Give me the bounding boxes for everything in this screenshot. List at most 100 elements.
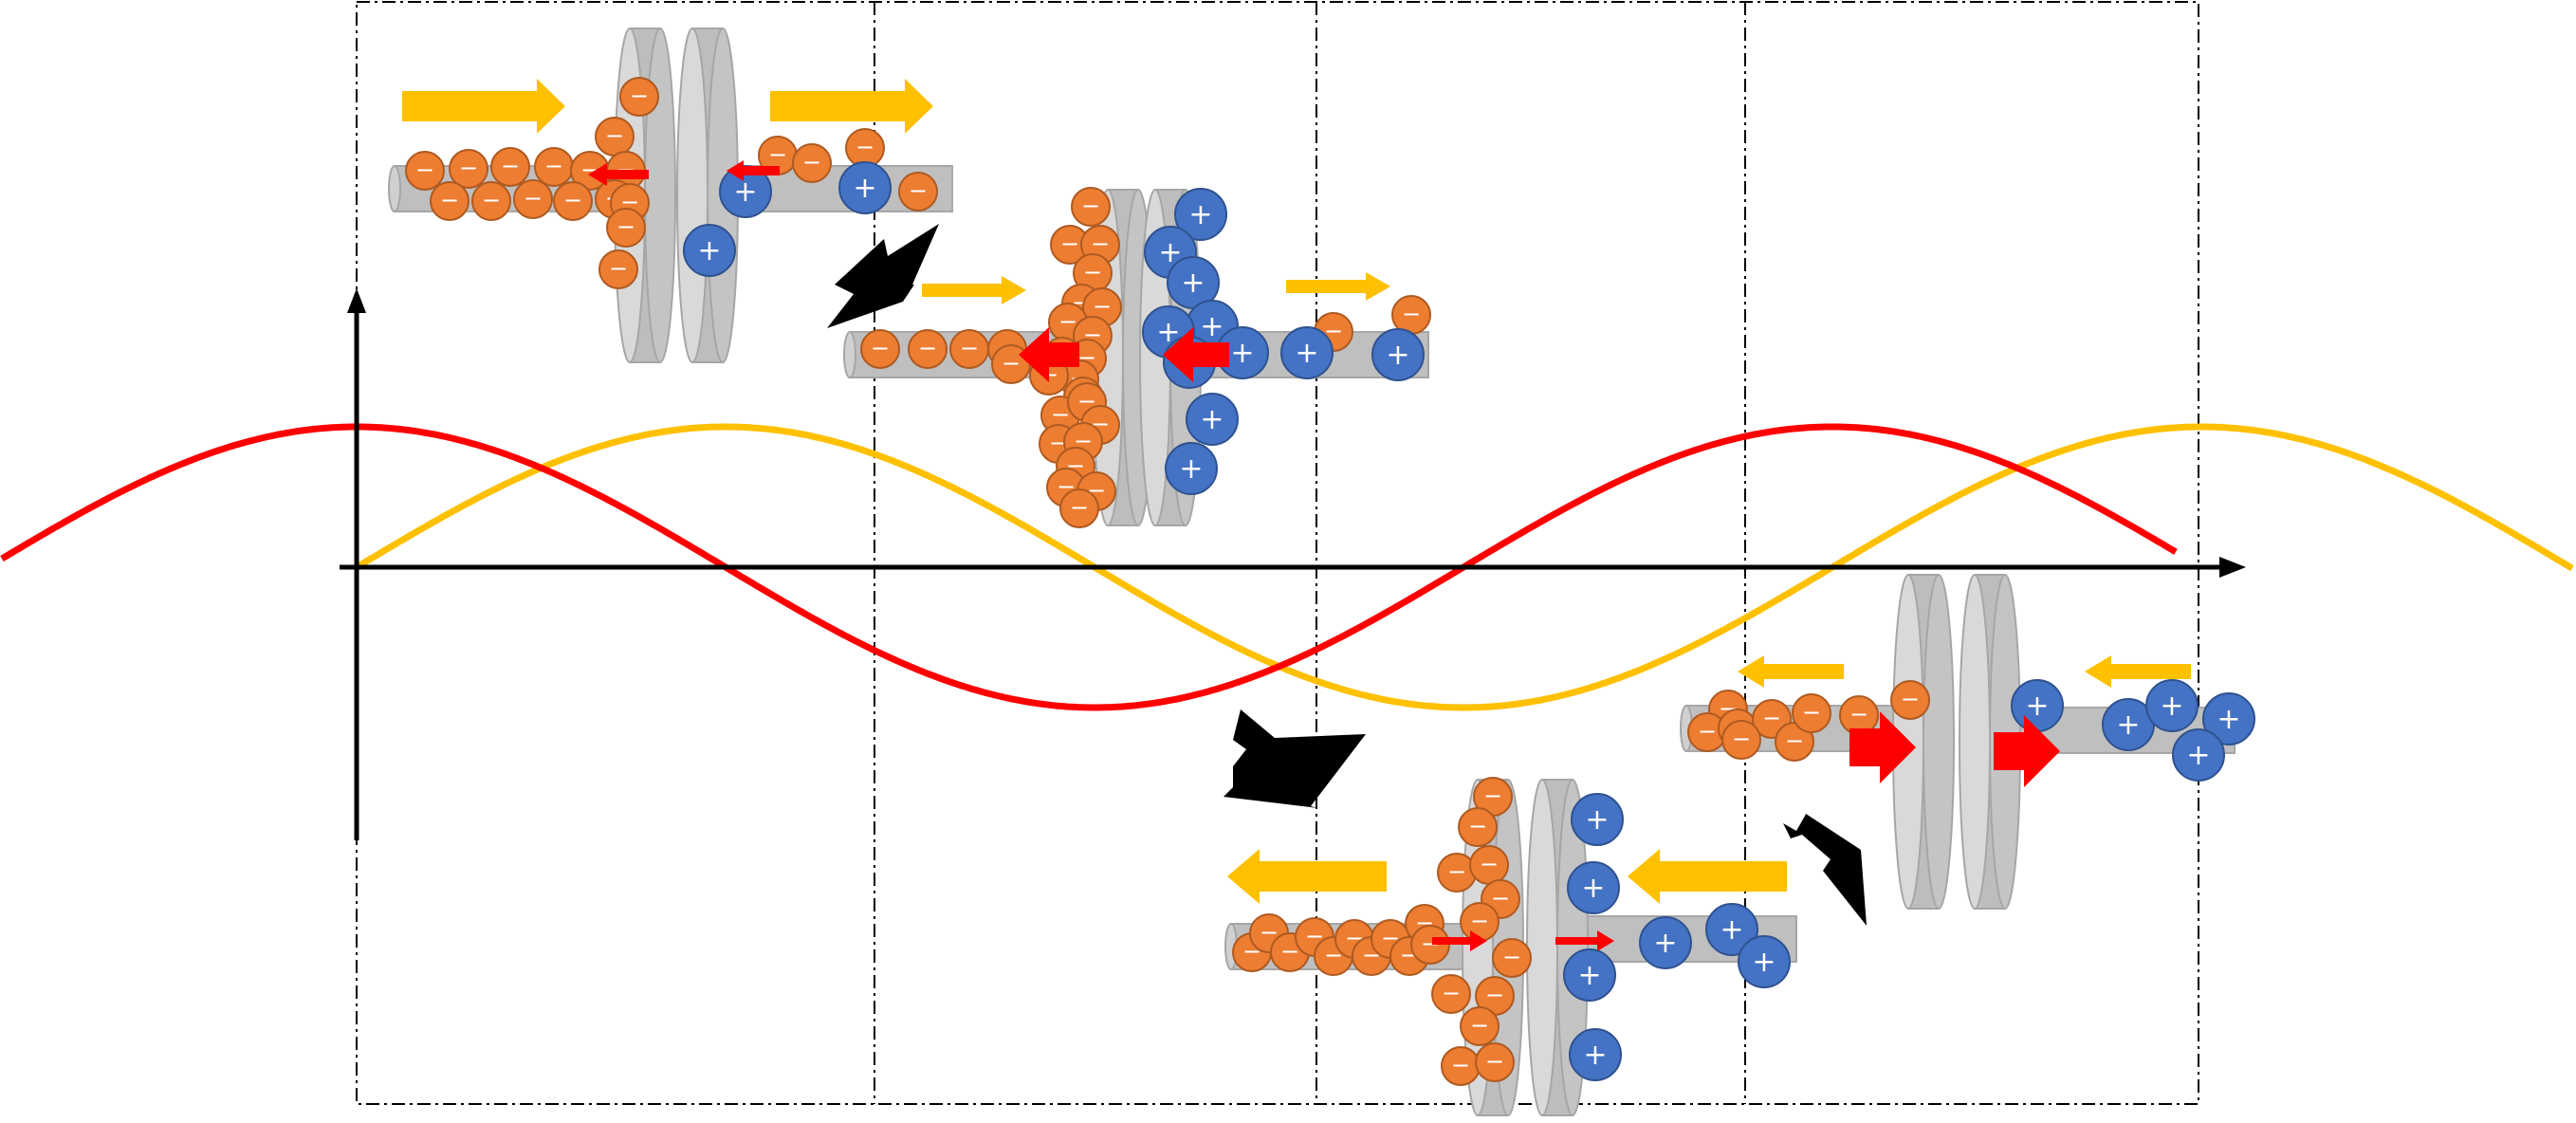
negative-charge: −	[908, 329, 948, 369]
minus-circle-icon	[1460, 1006, 1500, 1046]
plus-circle-icon	[1280, 326, 1334, 379]
positive-charge: +	[1567, 861, 1620, 914]
positive-charge: +	[1563, 948, 1616, 1002]
positive-charge: +	[1174, 188, 1227, 241]
positive-sign: +	[1179, 452, 1203, 486]
minus-circle-icon	[513, 179, 553, 219]
negative-charge: −	[1469, 845, 1509, 885]
positive-charge: +	[2202, 692, 2255, 746]
electron-flow-arrow	[1286, 272, 1390, 301]
negative-sign: −	[605, 122, 624, 149]
positive-charge: +	[1639, 916, 1692, 969]
axes	[340, 288, 2246, 840]
negative-sign: −	[802, 149, 821, 175]
positive-charge: +	[1371, 328, 1425, 381]
positive-sign: +	[1200, 403, 1224, 436]
positive-sign: +	[733, 175, 757, 209]
negative-sign: −	[501, 153, 520, 179]
left-plate-back	[1923, 574, 1955, 910]
negative-sign: −	[1402, 301, 1421, 327]
y-axis-arrowhead	[347, 288, 366, 313]
negative-sign: −	[1802, 699, 1821, 726]
scene-1: −−−−−−−−−−−−−−−−−−−−+++	[388, 28, 953, 363]
negative-sign: −	[1502, 944, 1521, 970]
positive-sign: +	[2186, 739, 2210, 772]
scene-3: −−−−−−−−−−−−−−−−−−−−−−−+++++++	[1224, 777, 1797, 1116]
negative-sign: −	[1060, 230, 1079, 257]
negative-sign: −	[1485, 982, 1504, 1008]
negative-charge: −	[1059, 488, 1099, 528]
electron-flow-arrow	[402, 79, 565, 134]
positive-sign: +	[1653, 927, 1677, 960]
negative-sign: −	[1470, 1012, 1489, 1039]
positive-sign: +	[2217, 703, 2240, 736]
negative-sign: −	[1491, 885, 1510, 911]
negative-charge: −	[860, 329, 900, 369]
plus-circle-icon	[1571, 793, 1624, 846]
positive-sign: +	[1577, 959, 1601, 992]
left-conductor-end	[843, 331, 856, 378]
positive-sign: +	[1581, 872, 1605, 905]
minus-circle-icon	[405, 151, 445, 191]
negative-sign: −	[1762, 705, 1781, 731]
minus-circle-icon	[1458, 807, 1498, 847]
negative-sign: −	[960, 335, 979, 361]
scene-2: −−−−−−−−−−−−−−−−−−−−−−−−−−−−−+++++++++++	[843, 187, 1431, 528]
positive-sign: +	[1200, 310, 1224, 343]
negative-sign: −	[563, 187, 582, 213]
waveforms	[0, 423, 2574, 711]
transition-arrow-1	[827, 224, 939, 328]
negative-charge: −	[1839, 695, 1879, 735]
negative-sign: −	[909, 177, 928, 204]
positive-sign: +	[2116, 709, 2140, 742]
electron-flow-arrow	[1227, 849, 1387, 904]
minus-circle-icon	[606, 208, 646, 248]
negative-sign: −	[1070, 494, 1089, 521]
plus-circle-icon	[2172, 728, 2225, 782]
minus-circle-icon	[1475, 1042, 1515, 1082]
minus-circle-icon	[449, 149, 488, 189]
positive-sign: +	[1583, 1039, 1607, 1072]
negative-sign: −	[524, 185, 543, 212]
negative-sign: −	[415, 156, 434, 183]
right-plate-back	[1556, 779, 1589, 1116]
negative-sign: −	[1081, 193, 1100, 219]
electron-flow-arrow	[922, 276, 1026, 304]
plus-circle-icon	[1569, 1028, 1622, 1081]
scene-4: −−−−−−−−−+++++	[1680, 574, 2255, 910]
minus-circle-icon	[1721, 720, 1761, 760]
negative-charge: −	[598, 249, 638, 289]
negative-sign: −	[918, 335, 937, 361]
positive-sign: +	[2160, 690, 2183, 723]
field-arrow	[1163, 327, 1229, 382]
positive-sign: +	[1386, 339, 1409, 372]
electron-flow-arrow	[1628, 849, 1787, 904]
negative-sign: −	[1732, 726, 1751, 752]
negative-charge: −	[1063, 422, 1103, 462]
plus-circle-icon	[1174, 188, 1227, 241]
minus-circle-icon	[1792, 693, 1831, 733]
negative-sign: −	[1093, 293, 1112, 320]
negative-charge: −	[405, 151, 445, 191]
negative-sign: −	[544, 153, 563, 179]
negative-charge: −	[1431, 974, 1471, 1014]
negative-charge: −	[1475, 1042, 1515, 1082]
minus-circle-icon	[1071, 187, 1111, 227]
negative-charge: −	[513, 179, 553, 219]
negative-charge: −	[1460, 902, 1500, 942]
negative-sign: −	[630, 83, 649, 109]
positive-sign: +	[697, 234, 721, 267]
field-arrow	[1432, 930, 1487, 951]
plus-circle-icon	[1567, 861, 1620, 914]
negative-charge: −	[490, 147, 530, 187]
negative-sign: −	[1849, 701, 1868, 727]
positive-charge: +	[2145, 679, 2199, 732]
negative-charge: −	[1473, 777, 1513, 817]
plus-circle-icon	[1705, 903, 1758, 956]
positive-charge: +	[1571, 793, 1624, 846]
negative-sign: −	[1051, 401, 1070, 428]
electron-flow-arrow	[770, 79, 933, 134]
negative-charge: −	[1071, 187, 1111, 227]
left-plate-back	[644, 28, 676, 363]
